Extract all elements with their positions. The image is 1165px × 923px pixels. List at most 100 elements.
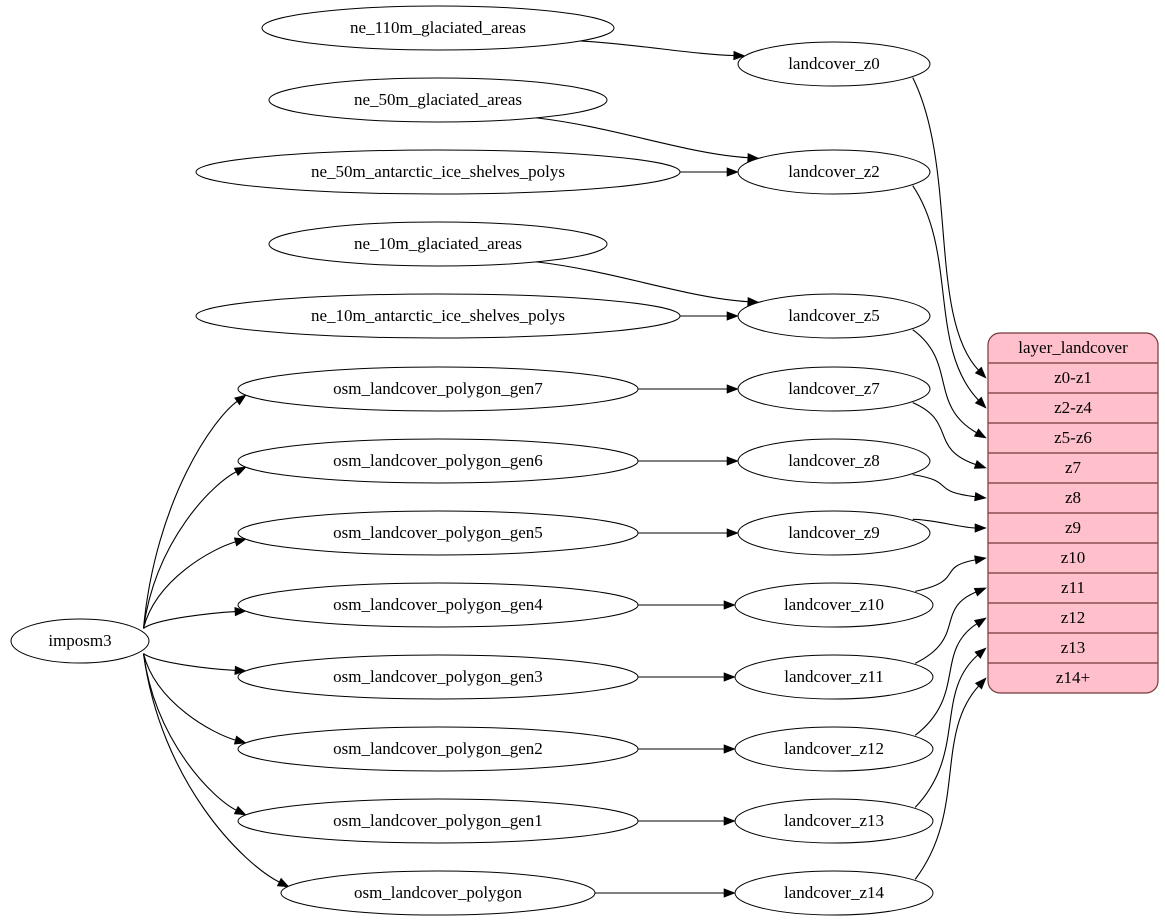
edge-arrowhead-imposm3-to-osm-landcover-polygon-gen2 <box>233 735 247 745</box>
edge-path-landcover-z14-to-layer-landcover-z14- <box>914 684 980 880</box>
node-ellipse-landcover_z14[interactable] <box>734 870 934 916</box>
node-ellipse-osm_landcover_polygon_gen1[interactable] <box>237 798 639 844</box>
edge-path-landcover-z11-to-layer-landcover-z11 <box>914 591 977 664</box>
node-ellipse-osm_landcover_polygon_gen5[interactable] <box>237 510 639 556</box>
edge-path-imposm3-to-osm-landcover-polygon-gen4 <box>143 610 237 629</box>
edge-arrowhead-landcover-z14-to-layer-landcover-z14- <box>974 677 987 690</box>
node-ellipse-landcover_z7[interactable] <box>737 366 931 412</box>
node-osm_landcover_polygon_gen5[interactable]: osm_landcover_polygon_gen5 <box>237 510 639 556</box>
node-landcover_z2[interactable]: landcover_z2 <box>737 149 931 195</box>
edge-path-landcover-z5-to-layer-landcover-z5-z6 <box>912 329 978 434</box>
edge-arrowhead-imposm3-to-osm-landcover-polygon-gen3 <box>234 665 247 676</box>
node-ellipse-landcover_z8[interactable] <box>737 438 931 484</box>
node-ellipse-landcover_z5[interactable] <box>737 293 931 339</box>
edge-arrowhead-imposm3-to-osm-landcover-polygon-gen5 <box>233 537 247 547</box>
node-ellipse-landcover_z2[interactable] <box>737 149 931 195</box>
edge-arrowhead-landcover-z7-to-layer-landcover-z7 <box>973 459 987 469</box>
node-landcover_z8[interactable]: landcover_z8 <box>737 438 931 484</box>
node-ellipse-osm_landcover_polygon_gen7[interactable] <box>237 366 639 412</box>
edge-arrowhead-osm-landcover-polygon-gen3-to-landcover-z11 <box>723 672 736 682</box>
nodes-layer: imposm3 ne_110m_glaciated_areas ne_50m_gla… <box>10 5 934 916</box>
node-osm_landcover_polygon_gen7[interactable]: osm_landcover_polygon_gen7 <box>237 366 639 412</box>
node-ellipse-ne_10m_antarctic_ice_shelves_polys[interactable] <box>195 293 681 339</box>
node-landcover_z12[interactable]: landcover_z12 <box>734 726 934 772</box>
edge-arrowhead-osm-landcover-polygon-gen1-to-landcover-z13 <box>723 816 736 826</box>
edge-path-imposm3-to-osm-landcover-polygon-gen1 <box>142 653 238 812</box>
node-ellipse-imposm3[interactable] <box>10 618 150 664</box>
edge-path-landcover-z12-to-layer-landcover-z12 <box>914 622 978 736</box>
node-landcover_z11[interactable]: landcover_z11 <box>734 654 934 700</box>
node-ellipse-landcover_z0[interactable] <box>737 41 931 87</box>
node-ne_50m_glaciated_areas[interactable]: ne_50m_glaciated_areas <box>268 77 608 123</box>
edge-arrowhead-ne-110m-glaciated-areas-to-landcover-z0 <box>733 50 746 61</box>
edge-arrowhead-landcover-z12-to-layer-landcover-z12 <box>973 617 987 628</box>
node-ellipse-ne_50m_glaciated_areas[interactable] <box>268 77 608 123</box>
edge-arrowhead-imposm3-to-osm-landcover-polygon-gen6 <box>233 466 247 477</box>
node-ellipse-osm_landcover_polygon_gen2[interactable] <box>237 726 639 772</box>
node-ellipse-osm_landcover_polygon_gen6[interactable] <box>237 438 639 484</box>
edge-arrowhead-osm-landcover-polygon-gen6-to-landcover-z8 <box>726 456 739 466</box>
edge-arrowhead-ne-50m-antarctic-ice-shelves-polys-to-landcover-z2 <box>726 167 739 177</box>
edge-arrowhead-imposm3-to-osm-landcover-polygon-gen1 <box>233 805 247 816</box>
edge-path-imposm3-to-osm-landcover-polygon-gen5 <box>142 541 237 629</box>
edge-path-landcover-z2-to-layer-landcover-z2-z4 <box>912 185 980 402</box>
edge-arrowhead-osm-landcover-polygon-gen7-to-landcover-z7 <box>726 384 739 394</box>
edge-arrowhead-landcover-z8-to-layer-landcover-z8 <box>974 492 987 502</box>
edge-arrowhead-ne-10m-antarctic-ice-shelves-polys-to-landcover-z5 <box>726 311 739 321</box>
edge-arrowhead-landcover-z10-to-layer-landcover-z10 <box>974 555 987 565</box>
edge-arrowhead-imposm3-to-osm-landcover-polygon-gen7 <box>234 394 247 406</box>
node-ne_50m_antarctic_ice_shelves_polys[interactable]: ne_50m_antarctic_ice_shelves_polys <box>195 149 681 195</box>
node-imposm3[interactable]: imposm3 <box>10 618 150 664</box>
edges-layer <box>142 40 987 898</box>
edge-arrowhead-osm-landcover-polygon-gen5-to-landcover-z9 <box>726 528 739 538</box>
node-ellipse-osm_landcover_polygon_gen3[interactable] <box>237 654 639 700</box>
node-landcover_z5[interactable]: landcover_z5 <box>737 293 931 339</box>
node-landcover_z0[interactable]: landcover_z0 <box>737 41 931 87</box>
node-ellipse-landcover_z12[interactable] <box>734 726 934 772</box>
edge-path-ne-50m-glaciated-areas-to-landcover-z2 <box>536 117 749 159</box>
edge-path-imposm3-to-osm-landcover-polygon-gen2 <box>142 653 237 741</box>
edge-arrowhead-landcover-z2-to-layer-landcover-z2-z4 <box>974 396 987 409</box>
edge-arrowhead-landcover-z9-to-layer-landcover-z9 <box>974 523 987 533</box>
edge-arrowhead-landcover-z13-to-layer-landcover-z13 <box>974 647 987 659</box>
node-landcover_z9[interactable]: landcover_z9 <box>737 510 931 556</box>
edge-path-landcover-z0-to-layer-landcover-z0-z1 <box>912 77 980 372</box>
node-ne_10m_antarctic_ice_shelves_polys[interactable]: ne_10m_antarctic_ice_shelves_polys <box>195 293 681 339</box>
node-osm_landcover_polygon[interactable]: osm_landcover_polygon <box>280 870 596 916</box>
edge-path-landcover-z8-to-layer-landcover-z8 <box>912 474 977 498</box>
edge-arrowhead-osm-landcover-polygon-to-landcover-z14 <box>723 888 736 898</box>
node-ellipse-osm_landcover_polygon[interactable] <box>280 870 596 916</box>
node-ellipse-ne_110m_glaciated_areas[interactable] <box>261 5 615 51</box>
edge-path-imposm3-to-osm-landcover-polygon-gen3 <box>143 653 237 672</box>
node-ellipse-landcover_z10[interactable] <box>734 582 934 628</box>
edge-arrowhead-landcover-z11-to-layer-landcover-z11 <box>973 587 987 597</box>
node-ellipse-landcover_z11[interactable] <box>734 654 934 700</box>
node-landcover_z13[interactable]: landcover_z13 <box>734 798 934 844</box>
node-landcover_z10[interactable]: landcover_z10 <box>734 582 934 628</box>
node-osm_landcover_polygon_gen2[interactable]: osm_landcover_polygon_gen2 <box>237 726 639 772</box>
node-osm_landcover_polygon_gen6[interactable]: osm_landcover_polygon_gen6 <box>237 438 639 484</box>
node-osm_landcover_polygon_gen3[interactable]: osm_landcover_polygon_gen3 <box>237 654 639 700</box>
node-ellipse-landcover_z13[interactable] <box>734 798 934 844</box>
edge-path-landcover-z10-to-layer-landcover-z10 <box>915 559 977 592</box>
node-ellipse-ne_10m_glaciated_areas[interactable] <box>268 221 608 267</box>
node-ne_10m_glaciated_areas[interactable]: ne_10m_glaciated_areas <box>268 221 608 267</box>
node-ne_110m_glaciated_areas[interactable]: ne_110m_glaciated_areas <box>261 5 615 51</box>
edge-path-imposm3-to-osm-landcover-polygon-gen7 <box>142 400 239 629</box>
node-osm_landcover_polygon_gen1[interactable]: osm_landcover_polygon_gen1 <box>237 798 639 844</box>
edge-arrowhead-osm-landcover-polygon-gen2-to-landcover-z12 <box>723 744 736 754</box>
edge-arrowhead-imposm3-to-osm-landcover-polygon-gen4 <box>234 606 247 617</box>
edge-path-landcover-z9-to-layer-landcover-z9 <box>912 518 977 529</box>
node-osm_landcover_polygon_gen4[interactable]: osm_landcover_polygon_gen4 <box>237 582 639 628</box>
edge-path-ne-10m-glaciated-areas-to-landcover-z5 <box>536 261 749 303</box>
edge-path-ne-110m-glaciated-areas-to-landcover-z0 <box>580 40 735 57</box>
edge-path-imposm3-to-osm-landcover-polygon-gen6 <box>142 470 238 629</box>
node-ellipse-landcover_z9[interactable] <box>737 510 931 556</box>
edge-arrowhead-landcover-z5-to-layer-landcover-z5-z6 <box>973 428 987 439</box>
node-ellipse-osm_landcover_polygon_gen4[interactable] <box>237 582 639 628</box>
node-landcover_z14[interactable]: landcover_z14 <box>734 870 934 916</box>
node-landcover_z7[interactable]: landcover_z7 <box>737 366 931 412</box>
node-ellipse-ne_50m_antarctic_ice_shelves_polys[interactable] <box>195 149 681 195</box>
